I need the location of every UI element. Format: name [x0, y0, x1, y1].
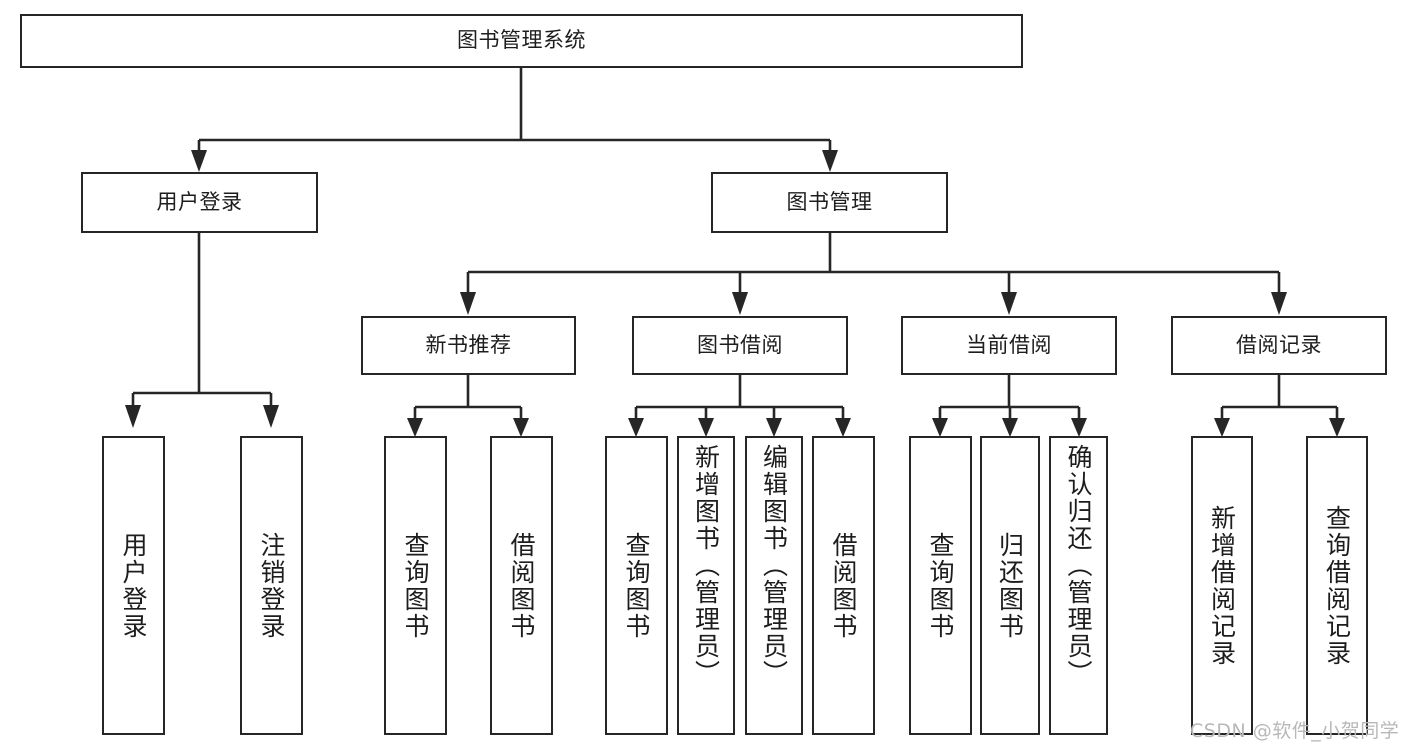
- node-leaf-add-record[interactable]: 新增借阅记录: [1191, 436, 1253, 735]
- node-root-label: 图书管理系统: [457, 28, 586, 53]
- node-leaf-borrow-book-1[interactable]: 借阅图书: [490, 436, 553, 735]
- node-leaf-add-book-label: 新增图书（管理员）: [691, 444, 721, 687]
- node-leaf-borrow-book-2-label: 借阅图书: [829, 531, 858, 640]
- node-book-borrow-label: 图书借阅: [697, 332, 783, 357]
- node-leaf-user-login-label: 用户登录: [119, 531, 148, 640]
- node-leaf-add-record-label: 新增借阅记录: [1207, 504, 1237, 667]
- node-user-login[interactable]: 用户登录: [81, 172, 318, 233]
- node-leaf-borrow-book-2[interactable]: 借阅图书: [812, 436, 875, 735]
- node-leaf-query-book-2[interactable]: 查询图书: [605, 436, 668, 735]
- node-current-borrow[interactable]: 当前借阅: [901, 316, 1117, 375]
- node-new-book-recommend[interactable]: 新书推荐: [361, 316, 576, 375]
- node-leaf-confirm-return[interactable]: 确认归还（管理员）: [1049, 436, 1108, 735]
- node-current-borrow-label: 当前借阅: [966, 332, 1052, 357]
- node-leaf-query-book-1-label: 查询图书: [401, 531, 430, 640]
- node-leaf-query-book-2-label: 查询图书: [622, 531, 651, 640]
- node-leaf-borrow-book-1-label: 借阅图书: [507, 531, 536, 640]
- node-leaf-return-book-label: 归还图书: [995, 531, 1025, 640]
- node-book-borrow[interactable]: 图书借阅: [632, 316, 848, 375]
- node-borrow-record[interactable]: 借阅记录: [1171, 316, 1387, 375]
- node-leaf-add-book[interactable]: 新增图书（管理员）: [677, 436, 735, 735]
- node-user-login-label: 用户登录: [156, 189, 243, 214]
- csdn-watermark: CSDN @软件_小贺同学: [1190, 720, 1400, 742]
- node-leaf-query-record-label: 查询借阅记录: [1322, 504, 1352, 667]
- node-leaf-query-book-3-label: 查询图书: [926, 531, 955, 640]
- node-book-management-label: 图书管理: [786, 189, 873, 214]
- node-new-book-recommend-label: 新书推荐: [425, 332, 512, 357]
- node-leaf-edit-book-label: 编辑图书（管理员）: [759, 444, 789, 687]
- node-leaf-return-book[interactable]: 归还图书: [980, 436, 1040, 735]
- node-leaf-confirm-return-label: 确认归还（管理员）: [1064, 444, 1093, 687]
- node-leaf-edit-book[interactable]: 编辑图书（管理员）: [745, 436, 803, 735]
- node-leaf-query-record[interactable]: 查询借阅记录: [1306, 436, 1368, 735]
- node-leaf-logout-login[interactable]: 注销登录: [240, 436, 303, 735]
- node-leaf-query-book-3[interactable]: 查询图书: [909, 436, 972, 735]
- node-leaf-logout-login-label: 注销登录: [257, 531, 286, 640]
- node-borrow-record-label: 借阅记录: [1236, 332, 1322, 357]
- node-root[interactable]: 图书管理系统: [20, 14, 1023, 68]
- node-book-management[interactable]: 图书管理: [711, 172, 948, 233]
- node-leaf-user-login[interactable]: 用户登录: [102, 436, 165, 735]
- node-leaf-query-book-1[interactable]: 查询图书: [384, 436, 447, 735]
